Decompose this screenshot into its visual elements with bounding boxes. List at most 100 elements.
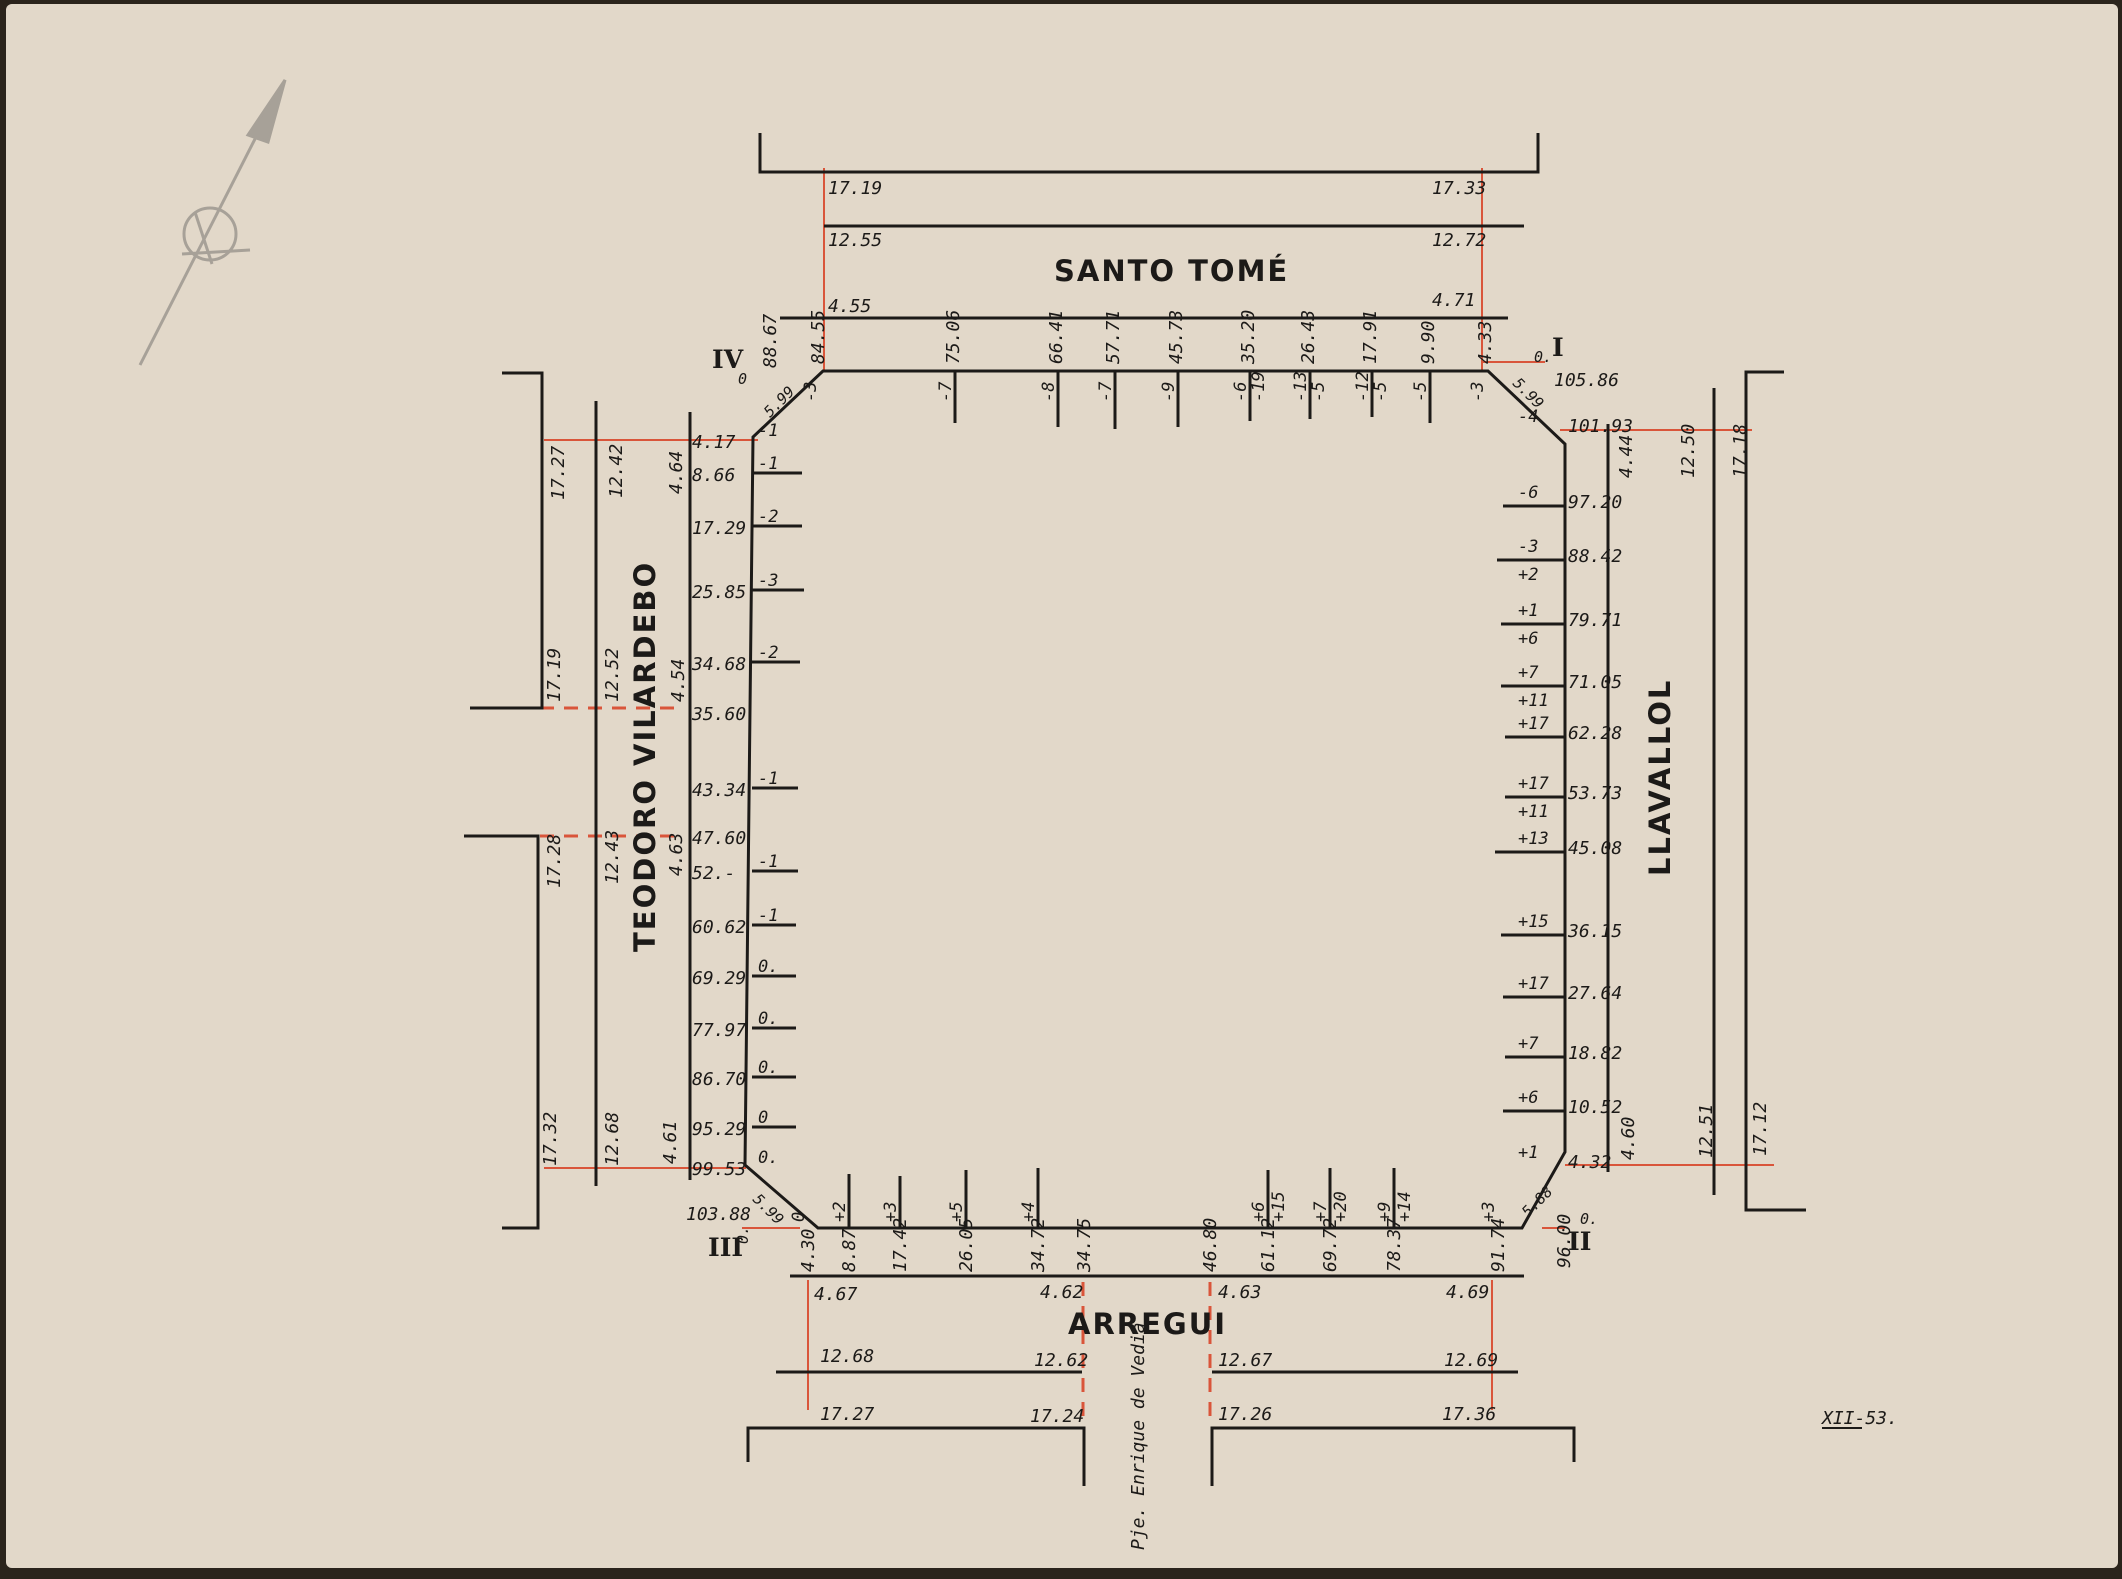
south-width-midleft-3: 17.24: [1030, 1406, 1084, 1427]
street-name-west: TEODORO VILARDEBO: [628, 561, 662, 952]
west-width-uppermid-1: 17.19: [544, 648, 565, 702]
west-station-distance: 77.97: [692, 1020, 746, 1041]
paper-shading: [6, 4, 2118, 1568]
north-station-offset: -6: [1231, 382, 1251, 402]
east-station-distance: 97.20: [1568, 492, 1622, 513]
east-station-distance: 45.08: [1568, 838, 1622, 859]
east-station-offset: +17: [1518, 714, 1549, 734]
corner-iv-value: 88.67: [760, 314, 781, 368]
north-width-left-2: 12.55: [828, 230, 882, 251]
west-station-distance: 4.17: [692, 432, 736, 453]
west-station-distance: 52.-: [692, 863, 735, 884]
east-station-distance: 79.71: [1568, 610, 1622, 631]
north-bracket: [758, 133, 1540, 174]
north-station-distance: 84.55: [808, 310, 829, 364]
west-bottom-bracket: [464, 834, 540, 1230]
south-station-distance: 8.87: [839, 1228, 860, 1272]
west-station-distance: 8.66: [692, 465, 735, 486]
south-station-distance: 26.05: [956, 1218, 977, 1272]
east-station-offset-2: +6: [1518, 629, 1538, 649]
west-station-distance: 35.60: [691, 704, 746, 725]
south-station-offset: +4: [1019, 1202, 1039, 1222]
south-width-midright-1: 4.63: [1218, 1282, 1261, 1303]
east-station-distance: 10.52: [1568, 1097, 1622, 1118]
corner-iii-mark: 0.: [734, 1226, 752, 1244]
south-station-offset: +7: [1311, 1201, 1331, 1222]
east-station-offset-2: +11: [1518, 691, 1549, 711]
north-station-offset-2: -19: [1249, 371, 1269, 402]
corner-iv-mark: 0: [738, 370, 747, 388]
north-station-offset: -3: [801, 382, 821, 402]
east-station-offset: -4: [1518, 407, 1538, 427]
west-station-offset: 0.: [758, 1148, 778, 1168]
north-width-right-2: 12.72: [1432, 230, 1486, 251]
west-width-bottom-1: 17.32: [540, 1112, 561, 1166]
station-labels: 84.55-375.06-766.41-857.71-745.73-935.20…: [691, 310, 1633, 1273]
north-arrow-icon: [138, 79, 287, 366]
south-station-distance: 61.12: [1258, 1218, 1279, 1272]
east-station-distance: 71.05: [1568, 672, 1622, 693]
paper-background: [6, 4, 2118, 1568]
south-width-left-3: 17.27: [820, 1404, 874, 1425]
east-station-offset: +17: [1518, 774, 1549, 794]
street-name-east: LLAVALLOL: [1643, 679, 1677, 876]
corner-ii-value: 96.00: [1554, 1214, 1575, 1268]
south-station-offset: +5: [947, 1202, 967, 1222]
south-width-midright-3: 17.26: [1218, 1404, 1272, 1425]
red-reference-lines: [544, 168, 1774, 1410]
vertex-label-III: III: [708, 1233, 743, 1262]
west-station-distance: 25.85: [692, 582, 746, 603]
west-width-top-2: 12.42: [606, 444, 627, 498]
north-station-distance: 35.20: [1238, 310, 1259, 365]
south-width-midright-2: 12.67: [1218, 1350, 1272, 1371]
south-station-distance: 17.42: [890, 1218, 911, 1272]
west-width-top-3: 4.64: [666, 451, 687, 494]
south-station-distance: 4.30: [798, 1229, 819, 1272]
east-station-distance: 18.82: [1568, 1043, 1622, 1064]
south-station-offset: +9: [1375, 1202, 1395, 1222]
corner-i-mark: 0.: [1534, 348, 1552, 366]
west-width-bottom-2: 12.68: [602, 1112, 623, 1166]
south-width-right-2: 12.69: [1444, 1350, 1498, 1371]
east-width-bottom-2: 12.51: [1696, 1104, 1717, 1158]
east-width-bottom-1: 4.60: [1618, 1117, 1639, 1160]
east-station-offset: +1: [1518, 601, 1538, 621]
north-width-left-3: 4.55: [828, 296, 871, 317]
corner-iii-value: 103.88: [686, 1204, 751, 1225]
north-station-offset: -3: [1468, 382, 1488, 402]
west-station-offset: 0.: [758, 957, 778, 977]
street-lines: [464, 133, 1806, 1486]
east-station-offset: +1: [1518, 1143, 1538, 1163]
south-station-offset: +6: [1249, 1202, 1269, 1222]
north-station-offset: -8: [1039, 382, 1059, 402]
passage-name: Pje. Enrique de Vedia: [1128, 1322, 1149, 1550]
west-station-offset: -2: [758, 507, 778, 527]
south-station-distance: 69.72: [1320, 1218, 1341, 1272]
west-station-offset: -1: [758, 421, 778, 441]
west-top-bracket: [470, 371, 544, 710]
west-width-top-1: 17.27: [548, 446, 569, 500]
south-station-distance: 34.75: [1074, 1218, 1095, 1273]
east-station-offset-2: +11: [1518, 802, 1549, 822]
south-left-bracket: [746, 1426, 1086, 1486]
east-station-distance: 4.32: [1568, 1152, 1611, 1173]
east-width-top-2: 12.50: [1678, 424, 1699, 478]
corner-i-value: 105.86: [1554, 370, 1619, 391]
west-station-offset: -1: [758, 454, 778, 474]
west-station-distance: 95.29: [692, 1119, 746, 1140]
east-station-offset: +7: [1518, 1034, 1539, 1054]
corner-ii-mark: 0.: [1580, 1210, 1598, 1228]
east-station-distance: 101.93: [1568, 416, 1633, 437]
west-station-distance: 99.53: [692, 1159, 746, 1180]
north-station-offset-2: -5: [1371, 382, 1391, 402]
street-name-south: ARREGUI: [1068, 1307, 1227, 1341]
north-station-offset: -7: [1096, 381, 1116, 402]
south-right-bracket: [1210, 1426, 1576, 1486]
west-station-offset: -1: [758, 852, 778, 872]
north-station-distance: 66.41: [1046, 310, 1067, 364]
west-station-distance: 17.29: [692, 518, 746, 539]
west-station-offset: 0.: [758, 1009, 778, 1029]
offset-ticks: [752, 371, 1565, 1228]
south-station-offset: 0: [789, 1212, 809, 1222]
